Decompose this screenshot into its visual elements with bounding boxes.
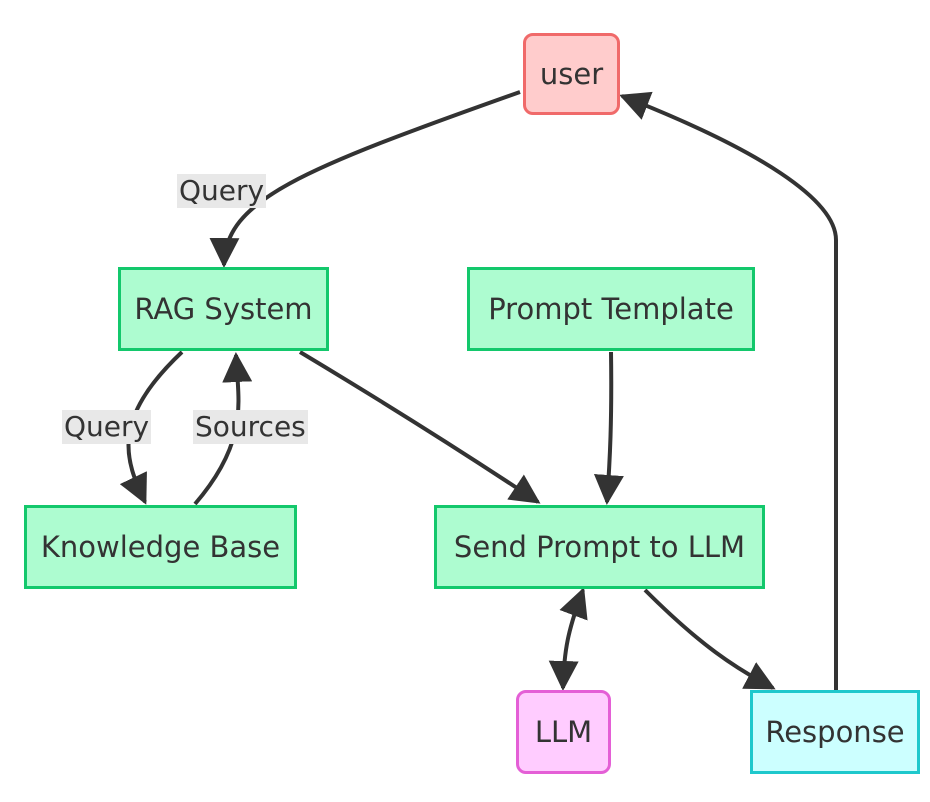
node-user[interactable]: user	[523, 33, 620, 115]
node-llm-label: LLM	[534, 715, 593, 749]
node-prompt-template[interactable]: Prompt Template	[467, 267, 755, 351]
edge-user-to-rag-system	[209, 90, 521, 268]
edge-prompt-template-to-send-prompt	[593, 351, 624, 505]
node-response-label: Response	[765, 715, 905, 749]
node-send-prompt-label: Send Prompt to LLM	[453, 530, 746, 564]
edge-label-sources: Sources	[193, 410, 308, 444]
edge-label-user-query: Query	[177, 174, 267, 208]
edge-send-prompt-llm-bidirectional	[548, 587, 588, 691]
node-send-prompt-to-llm[interactable]: Send Prompt to LLM	[434, 505, 765, 589]
node-llm[interactable]: LLM	[516, 690, 611, 774]
edge-send-prompt-to-response	[643, 588, 776, 690]
node-knowledge-base-label: Knowledge Base	[40, 530, 281, 564]
node-rag-system-label: RAG System	[134, 292, 313, 326]
node-response[interactable]: Response	[750, 690, 920, 774]
edge-label-kb-query: Query	[62, 410, 152, 444]
node-prompt-template-label: Prompt Template	[488, 292, 734, 326]
node-user-label: user	[539, 57, 604, 91]
edge-rag-system-to-send-prompt	[298, 350, 541, 504]
node-knowledge-base[interactable]: Knowledge Base	[24, 505, 297, 589]
node-rag-system[interactable]: RAG System	[118, 267, 329, 351]
edge-response-to-user	[619, 91, 838, 690]
